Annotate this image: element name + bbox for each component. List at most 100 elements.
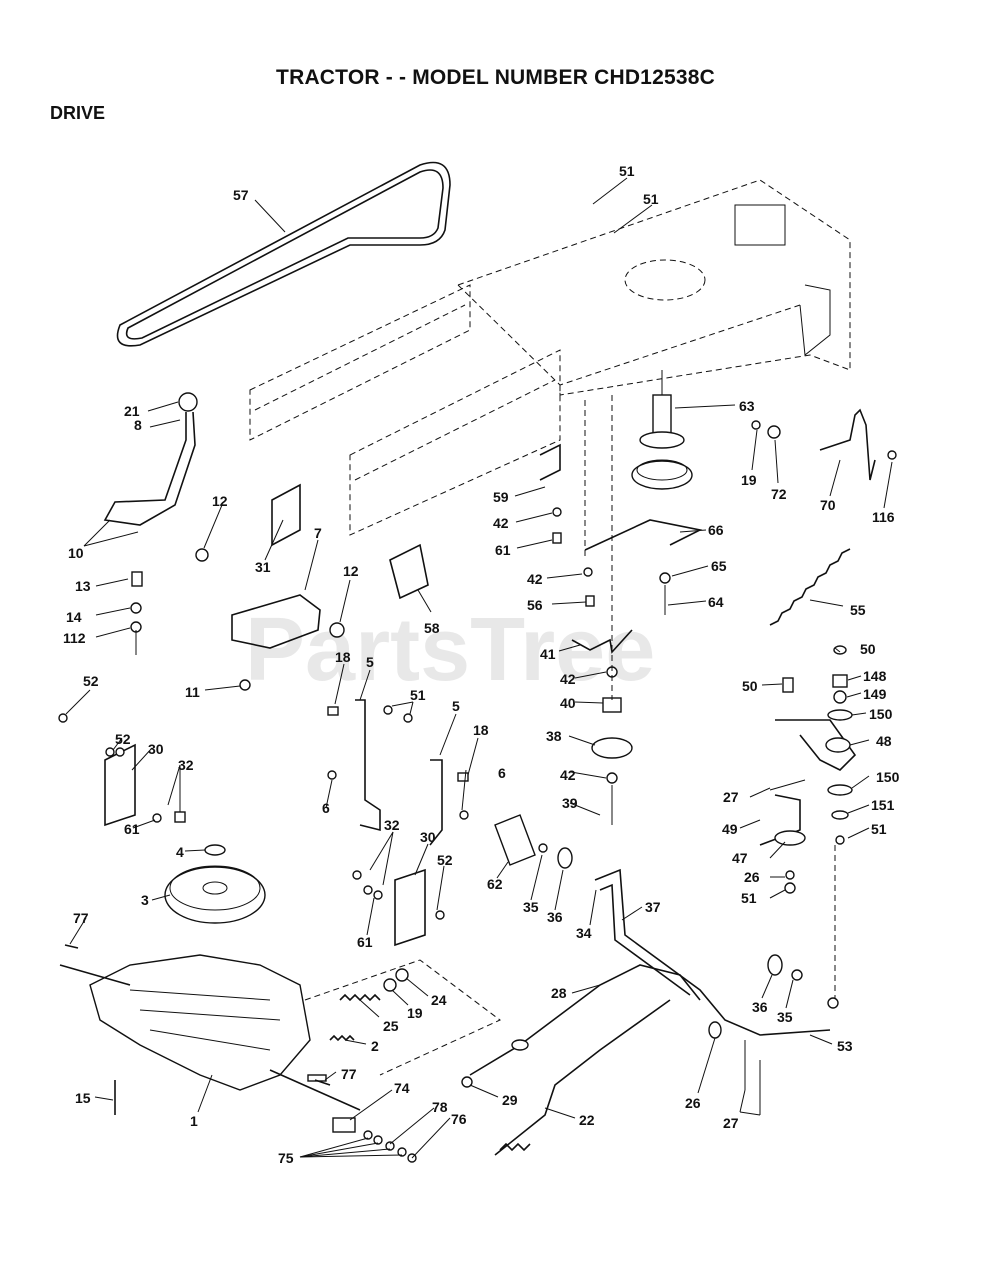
callout-35: 35 bbox=[777, 1009, 793, 1025]
callout-61: 61 bbox=[495, 542, 511, 558]
control-rods bbox=[461, 964, 761, 1156]
callout-57: 57 bbox=[233, 187, 249, 203]
callout-5: 5 bbox=[366, 654, 374, 670]
callout-6: 6 bbox=[498, 765, 506, 781]
callout-24: 24 bbox=[431, 992, 447, 1008]
callout-52: 52 bbox=[115, 731, 131, 747]
tension-spring bbox=[769, 548, 851, 626]
callout-14: 14 bbox=[66, 609, 82, 625]
callout-37: 37 bbox=[645, 899, 661, 915]
callout-72: 72 bbox=[771, 486, 787, 502]
callout-28: 28 bbox=[551, 985, 567, 1001]
callout-36: 36 bbox=[547, 909, 563, 925]
callout-151: 151 bbox=[871, 797, 895, 813]
leader-lines bbox=[65, 177, 893, 1159]
callout-7: 7 bbox=[314, 525, 322, 541]
right-upper-hardware bbox=[751, 408, 897, 481]
callout-51: 51 bbox=[871, 821, 887, 837]
callout-53: 53 bbox=[837, 1038, 853, 1054]
callout-42: 42 bbox=[527, 571, 543, 587]
left-hardware bbox=[130, 548, 345, 691]
callout-42: 42 bbox=[560, 767, 576, 783]
callout-34: 34 bbox=[576, 925, 592, 941]
section-heading: DRIVE bbox=[50, 103, 106, 123]
callout-65: 65 bbox=[711, 558, 727, 574]
callout-51: 51 bbox=[643, 191, 659, 207]
callout-22: 22 bbox=[579, 1112, 595, 1128]
watermark: PartsTree bbox=[245, 600, 655, 700]
bracket-center bbox=[352, 868, 445, 947]
callout-12: 12 bbox=[212, 493, 228, 509]
pins-lower bbox=[64, 944, 417, 1163]
callout-32: 32 bbox=[384, 817, 400, 833]
callout-116: 116 bbox=[872, 509, 895, 525]
callout-76: 76 bbox=[451, 1111, 467, 1127]
callout-2: 2 bbox=[371, 1038, 379, 1054]
callout-25: 25 bbox=[383, 1018, 399, 1034]
callout-30: 30 bbox=[420, 829, 436, 845]
callout-18: 18 bbox=[473, 722, 489, 738]
callout-78: 78 bbox=[432, 1099, 448, 1115]
callout-11: 11 bbox=[185, 684, 200, 700]
callout-51: 51 bbox=[741, 890, 757, 906]
callout-40: 40 bbox=[560, 695, 576, 711]
tractor-frame bbox=[249, 179, 851, 536]
callout-36: 36 bbox=[752, 999, 768, 1015]
callout-61: 61 bbox=[357, 934, 373, 950]
idler-bracket-48 bbox=[759, 645, 857, 1000]
callout-8: 8 bbox=[134, 417, 142, 433]
callout-42: 42 bbox=[560, 671, 576, 687]
drive-belt bbox=[116, 161, 451, 347]
callout-27: 27 bbox=[723, 1115, 739, 1131]
callout-62: 62 bbox=[487, 876, 503, 892]
bracket-left bbox=[58, 713, 186, 827]
callout-18: 18 bbox=[335, 649, 351, 665]
callout-42: 42 bbox=[493, 515, 509, 531]
brackets-5 bbox=[327, 699, 469, 846]
springs-lower bbox=[304, 959, 501, 1076]
idler-assembly bbox=[584, 370, 703, 615]
callout-150: 150 bbox=[876, 769, 900, 785]
callout-148: 148 bbox=[863, 668, 887, 684]
callout-3: 3 bbox=[141, 892, 149, 908]
callout-66: 66 bbox=[708, 522, 724, 538]
callout-6: 6 bbox=[322, 800, 330, 816]
callout-51: 51 bbox=[619, 163, 635, 179]
callout-48: 48 bbox=[876, 733, 892, 749]
callout-50: 50 bbox=[860, 641, 876, 657]
callout-39: 39 bbox=[562, 795, 578, 811]
callout-52: 52 bbox=[83, 673, 99, 689]
callout-150: 150 bbox=[869, 706, 893, 722]
center-hardware bbox=[539, 395, 633, 825]
brackets-upper bbox=[231, 483, 429, 649]
callout-51: 51 bbox=[410, 687, 426, 703]
callout-56: 56 bbox=[527, 597, 543, 613]
callout-61: 61 bbox=[124, 821, 140, 837]
callout-29: 29 bbox=[502, 1092, 518, 1108]
callout-59: 59 bbox=[493, 489, 509, 505]
callout-41: 41 bbox=[540, 646, 556, 662]
transaxle bbox=[59, 954, 361, 1115]
callout-55: 55 bbox=[850, 602, 866, 618]
callout-1: 1 bbox=[190, 1113, 198, 1129]
callout-70: 70 bbox=[820, 497, 836, 513]
callout-58: 58 bbox=[424, 620, 440, 636]
page-title: TRACTOR - - MODEL NUMBER CHD12538C bbox=[276, 66, 715, 89]
callout-21: 21 bbox=[124, 403, 140, 419]
callout-63: 63 bbox=[739, 398, 755, 414]
callout-35: 35 bbox=[523, 899, 539, 915]
callout-75: 75 bbox=[278, 1150, 294, 1166]
callout-26: 26 bbox=[685, 1095, 701, 1111]
callout-labels: 57 51 51 63 19 72 70 116 21 8 12 10 31 7… bbox=[63, 163, 900, 1166]
callout-112: 112 bbox=[63, 630, 86, 646]
callout-31: 31 bbox=[255, 559, 271, 575]
callout-13: 13 bbox=[75, 578, 91, 594]
callout-77: 77 bbox=[341, 1066, 357, 1082]
callout-38: 38 bbox=[546, 728, 562, 744]
callout-19: 19 bbox=[741, 472, 757, 488]
callout-19: 19 bbox=[407, 1005, 423, 1021]
shift-lever bbox=[103, 392, 198, 526]
callout-5: 5 bbox=[452, 698, 460, 714]
callout-27: 27 bbox=[723, 789, 739, 805]
